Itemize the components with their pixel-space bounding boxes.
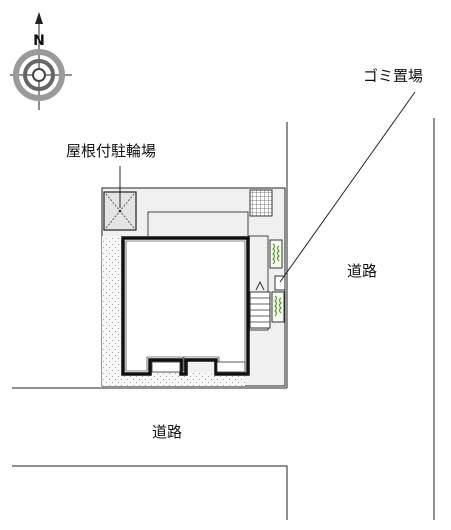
compass-outer-ring — [13, 49, 65, 101]
stairs-arrow-icon — [255, 280, 265, 291]
building-outline — [121, 236, 250, 376]
building — [121, 236, 250, 376]
compass-center — [32, 68, 46, 82]
road-right-label: 道路 — [347, 262, 377, 280]
opposite-road-edge-bottom — [12, 465, 288, 520]
north-arrow-icon — [35, 12, 43, 24]
walkway-side-outline — [248, 235, 269, 331]
stairs — [249, 280, 271, 329]
tiled-area — [249, 189, 273, 217]
garbage-area-box — [274, 275, 286, 291]
planting-strip — [269, 239, 285, 323]
hedge-lower — [271, 291, 285, 323]
gravel-strip-left — [102, 236, 123, 386]
walkway-outline — [147, 211, 249, 236]
road-boundaries — [12, 118, 435, 520]
hedge-upper — [269, 239, 283, 269]
entrance-step-right — [216, 361, 246, 373]
entrance-step-left — [151, 361, 181, 373]
bicycle-parking-label: 屋根付駐輪場 — [66, 142, 156, 160]
compass-north-label: N — [33, 33, 45, 49]
compass: N — [10, 12, 72, 110]
garbage-area-leader-line — [279, 91, 416, 283]
garbage-area-label: ゴミ置場 — [363, 67, 423, 85]
compass-inner-ring — [23, 59, 55, 91]
road-bottom-label: 道路 — [152, 423, 182, 441]
